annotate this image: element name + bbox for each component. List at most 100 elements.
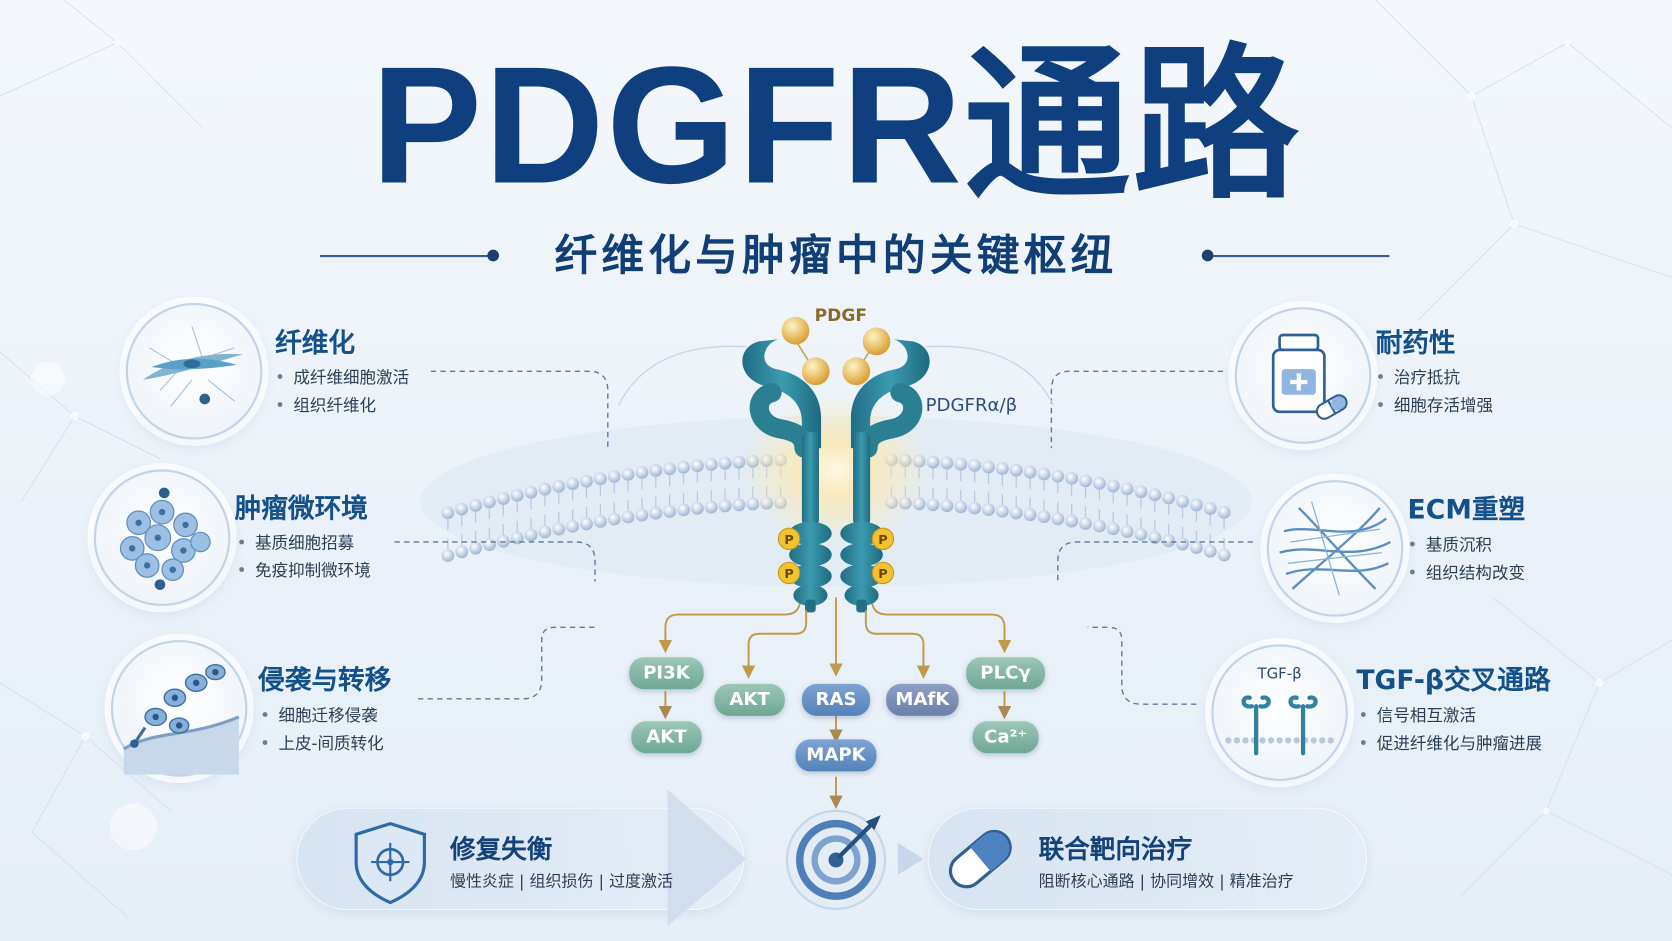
panel-title-invasion: 侵袭与转移 (258, 664, 392, 696)
bullet-resistance-1: 治疗抵抗 (1376, 366, 1460, 389)
medicine-bottle-icon (1234, 307, 1372, 444)
membrane-bead (1065, 471, 1079, 485)
membrane-bead (483, 495, 496, 509)
membrane-bead (732, 498, 746, 512)
membrane-bead (1051, 469, 1065, 483)
membrane-bead (1023, 508, 1037, 522)
membrane-bead (552, 522, 566, 536)
bullet-ecm-2: 组织结构改变 (1408, 561, 1525, 584)
membrane-bead (718, 499, 732, 513)
node-pi3k: PI3K (629, 657, 704, 690)
phospho-mark: P (878, 533, 887, 548)
membrane-bead (995, 504, 1009, 518)
node-akt: AKT (714, 683, 785, 716)
membrane-bead (635, 466, 649, 479)
membrane-bead (1092, 476, 1106, 490)
membrane-bead (496, 492, 510, 505)
membrane-bead (704, 500, 718, 514)
membrane-bead (1162, 491, 1176, 505)
receptor-right (840, 339, 930, 613)
band-repair-title: 修复失衡 (449, 834, 553, 865)
membrane-bead (968, 501, 982, 515)
membrane-bead (538, 525, 552, 539)
membrane-bead (593, 515, 607, 528)
membrane-bead (677, 503, 690, 517)
membrane-bead (677, 460, 690, 474)
membrane-bead (510, 531, 524, 545)
membrane-bead (607, 470, 621, 483)
fibroblast-icon (125, 302, 263, 440)
membrane-bead (469, 541, 482, 555)
membrane-bead (1148, 531, 1162, 544)
membrane-bead (1106, 522, 1120, 536)
membrane-bead (1009, 463, 1023, 477)
membrane-bead (995, 462, 1009, 475)
membrane-bead (690, 459, 704, 473)
membrane-bead (954, 457, 968, 471)
panel-title-resistance: 耐药性 (1375, 327, 1456, 359)
membrane-bead (1176, 495, 1189, 508)
membrane-bead (926, 498, 940, 512)
panel-title-tme: 肿瘤微环境 (234, 492, 368, 524)
membrane-bead (1190, 498, 1203, 512)
node-mapk-side: MAfK (886, 683, 959, 716)
membrane-bead (649, 506, 663, 520)
node-ras: RAS (801, 683, 871, 716)
membrane-bead (718, 456, 732, 470)
membrane-bead (580, 474, 593, 488)
membrane-bead (1065, 514, 1079, 528)
bullet-ecm-1: 基质沉积 (1408, 533, 1492, 556)
membrane-bead (663, 505, 677, 518)
membrane-bead (593, 472, 607, 486)
panel-title-tgf: TGF-β交叉通路 (1356, 664, 1551, 696)
membrane-bead (1079, 474, 1092, 488)
pdgf-label: PDGF (814, 305, 868, 326)
membrane-bead (704, 458, 718, 471)
membrane-bead (524, 485, 538, 499)
membrane-bead (1176, 537, 1189, 551)
target-arrow-icon (785, 809, 887, 911)
membrane-bead (441, 506, 455, 520)
bullet-invasion-1: 细胞迁移侵袭 (260, 704, 377, 727)
membrane-bead (649, 464, 663, 477)
membrane-bead (663, 462, 677, 476)
bullet-fibrosis-1: 成纤维细胞激活 (275, 366, 409, 389)
node-plcy: PLCγ (966, 657, 1046, 690)
membrane-bead (566, 477, 580, 491)
node-akt-downstream: AKT (631, 721, 702, 754)
tgf-receptor-icon: TGF-β (1211, 644, 1348, 781)
membrane-bead (1120, 482, 1134, 496)
membrane-bead (1217, 505, 1231, 519)
membrane-bead (552, 479, 566, 493)
membrane-bead (1190, 541, 1203, 555)
membrane-bead (621, 467, 635, 481)
subtitle-dot-left (487, 249, 500, 262)
membrane-bead (1217, 548, 1231, 562)
membrane-bead (1148, 488, 1162, 502)
bullet-fibrosis-2: 组织纤维化 (275, 394, 376, 417)
band-repair-text: 慢性炎症 | 组织损伤 | 过度激活 (449, 871, 674, 891)
membrane-bead (538, 482, 552, 496)
membrane-bead (1079, 517, 1092, 530)
membrane-bead (940, 499, 954, 513)
band-therapy-text: 阻断核心通路 | 协同增效 | 精准治疗 (1038, 871, 1294, 891)
membrane-bead (1023, 465, 1037, 479)
membrane-bead (496, 534, 510, 548)
panel-title-fibrosis: 纤维化 (275, 327, 356, 359)
tgf-icon-label: TGF-β (1257, 665, 1302, 683)
membrane-bead (1051, 512, 1065, 526)
membrane-bead (1203, 502, 1217, 515)
shield-target-icon (354, 821, 426, 905)
phospho-mark: P (784, 533, 793, 548)
membrane-bead (580, 517, 593, 531)
subtitle-dot-right (1201, 249, 1214, 262)
membrane-bead (1009, 506, 1023, 520)
main-title: PDGFR通路 (371, 33, 1301, 219)
node-calcium: Ca²⁺ (972, 721, 1039, 754)
bullet-tgf-2: 促进纤维化与肿瘤进展 (1359, 732, 1542, 755)
node-mapk: MAPK (795, 739, 877, 772)
membrane-bead (982, 460, 995, 474)
receptor-label: PDGFRα/β (925, 394, 1018, 417)
